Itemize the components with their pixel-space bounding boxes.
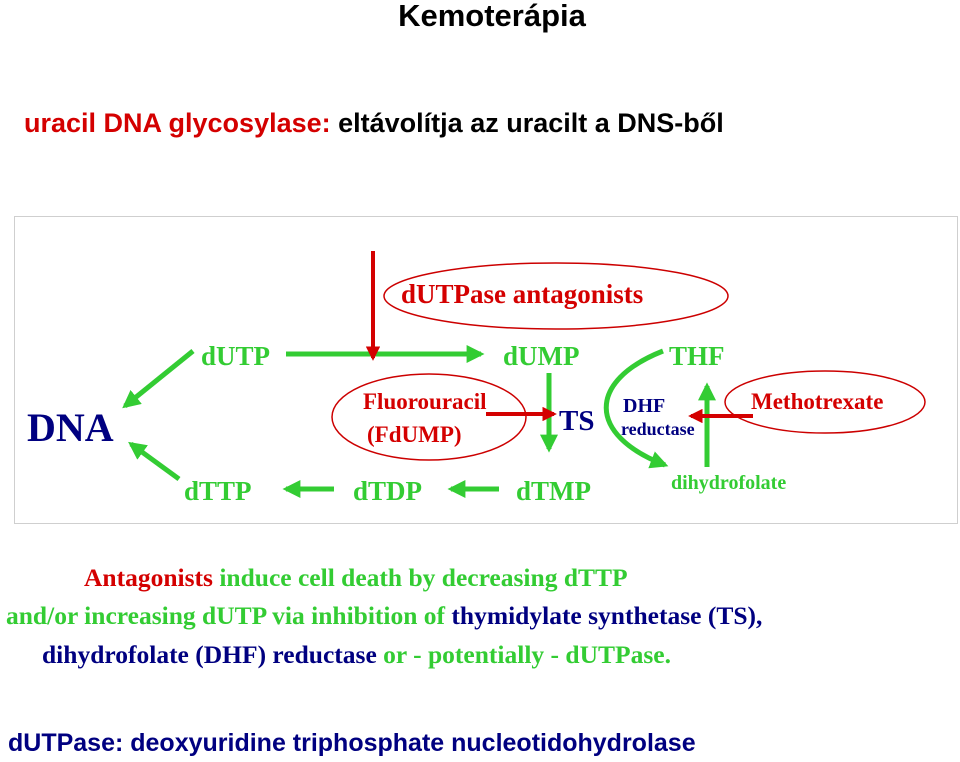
caption-line-2-a: and/or increasing dUTP via inhibition of: [6, 601, 446, 630]
pathway-diagram-frame: DNA dUTP dUMP THF dTTP dTDP dTMP dihydro…: [14, 216, 958, 524]
subtitle-definition: eltávolítja az uracilt a DNS-ből: [338, 108, 724, 138]
subtitle: uracil DNA glycosylase: eltávolítja az u…: [24, 108, 724, 139]
enzyme-ts: TS: [559, 405, 594, 437]
thf-to-dihydrofolate-arc: [603, 348, 669, 469]
node-dna: DNA: [27, 405, 114, 450]
fluorouracil-ellipse: [331, 373, 527, 461]
inhibitor-dutpase-antagonists: dUTPase antagonists: [401, 279, 643, 309]
caption-line-3-b: or - potentially - dUTPase.: [383, 640, 671, 669]
node-dtmp: dTMP: [516, 476, 591, 506]
node-dihydrofolate: dihydrofolate: [671, 472, 786, 494]
node-thf: THF: [669, 341, 725, 371]
footer-definition: dUTPase: deoxyuridine triphosphate nucle…: [8, 729, 696, 757]
caption-line-1-b: induce cell death by decreasing dTTP: [219, 563, 628, 592]
node-dutp: dUTP: [201, 341, 270, 371]
dutp-to-dna-arrow: [122, 349, 195, 409]
caption-line-2-b: thymidylate synthetase (TS),: [451, 601, 763, 630]
dutpase-antagonists-ellipse: [383, 262, 729, 330]
enzyme-reductase: reductase: [621, 419, 695, 439]
subtitle-term: uracil DNA glycosylase:: [24, 108, 331, 138]
caption-line-2: and/or increasing dUTP via inhibition of…: [6, 601, 762, 631]
caption-line-1: Antagonists induce cell death by decreas…: [84, 563, 628, 593]
enzyme-dhf: DHF: [623, 395, 665, 417]
caption-line-1-a: Antagonists: [84, 563, 213, 592]
node-dtdp: dTDP: [353, 476, 422, 506]
page-title: Kemoterápia: [398, 0, 586, 33]
inhibitor-fdump: (FdUMP): [367, 422, 462, 447]
caption-line-3-a: dihydrofolate (DHF) reductase: [42, 640, 377, 669]
methotrexate-ellipse: [724, 370, 926, 434]
dttp-to-dna-arrow: [128, 441, 181, 482]
inhibitor-methotrexate: Methotrexate: [751, 389, 883, 414]
pathway-diagram: DNA dUTP dUMP THF dTTP dTDP dTMP dihydro…: [27, 251, 926, 506]
node-dump: dUMP: [503, 341, 580, 371]
node-dttp: dTTP: [184, 476, 252, 506]
caption-line-3: dihydrofolate (DHF) reductase or - poten…: [42, 640, 671, 670]
inhibitor-fluorouracil: Fluorouracil: [363, 389, 487, 414]
